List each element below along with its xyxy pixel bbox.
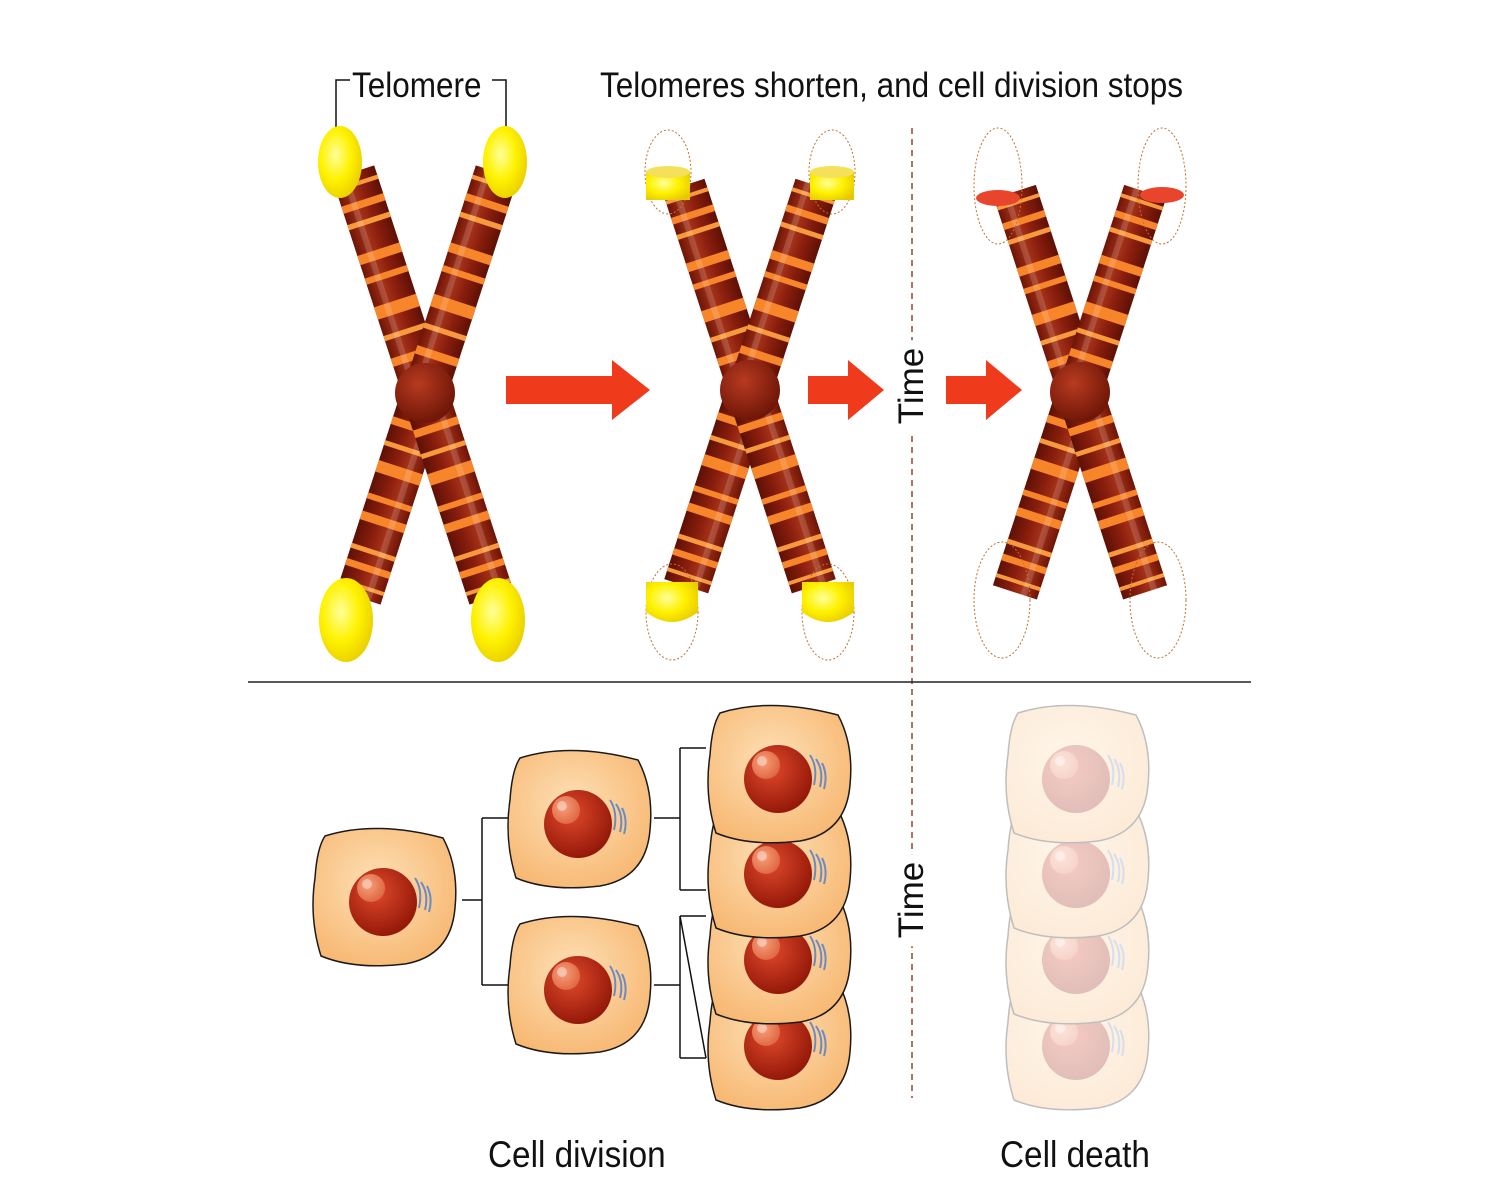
centromere (720, 360, 780, 420)
telomere-cap (646, 172, 690, 200)
telomere-cap (976, 190, 1020, 206)
cell (507, 915, 652, 1055)
telomere-cap (802, 582, 854, 622)
time-label-bottom: Time (890, 853, 935, 947)
cell (707, 704, 852, 844)
arrow-right (808, 360, 884, 420)
cell-division-tree (312, 704, 852, 1111)
diagram-title: Telomeres shorten, and cell division sto… (600, 66, 1184, 105)
arrow-right (946, 360, 1022, 420)
cell-division-label: Cell division (488, 1134, 666, 1175)
telomere-cap (1140, 187, 1184, 203)
cell-death-label: Cell death (1000, 1134, 1150, 1175)
centromere (395, 363, 455, 423)
telomere-cap (483, 126, 527, 198)
telomere-label: Telomere (352, 66, 482, 105)
cell-death-stack (1005, 704, 1150, 1111)
telomere-cap (646, 582, 698, 622)
time-label-top: Time (890, 339, 935, 433)
cell (1005, 704, 1150, 844)
telomere-cap (318, 126, 362, 198)
telomere-callout (335, 79, 507, 140)
telomere-cap (319, 578, 373, 662)
telomere-cap (471, 578, 525, 662)
chromosome-short-telomeres (644, 129, 856, 661)
chromosome-critical-telomeres (973, 127, 1187, 659)
cell (507, 749, 652, 889)
centromere (1050, 362, 1110, 422)
chromosome-long-telomeres (318, 126, 527, 662)
cell (312, 827, 457, 967)
telomere-cap (810, 172, 854, 200)
arrow-right (506, 360, 650, 420)
